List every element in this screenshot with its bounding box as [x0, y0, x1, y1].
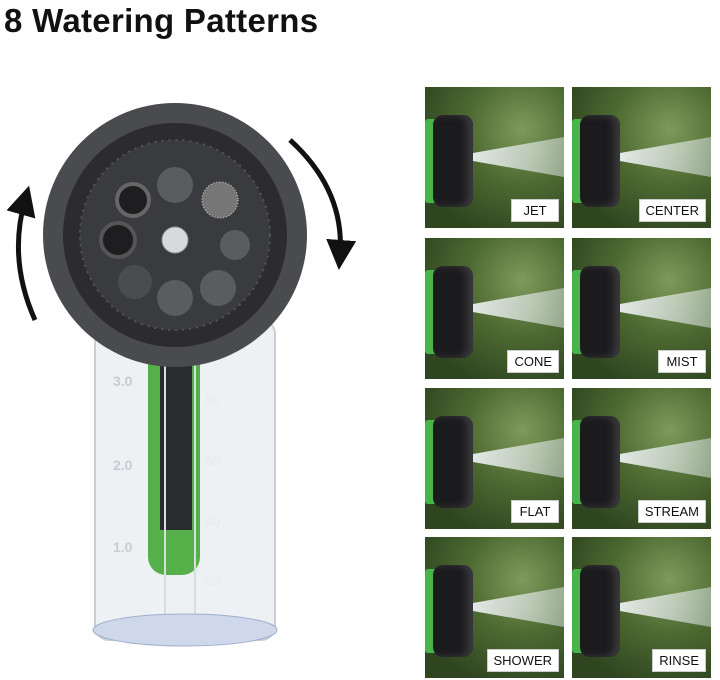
pattern-label: SHOWER — [486, 649, 559, 672]
pattern-photo-stream: STREAM — [572, 388, 711, 529]
pattern-label: RINSE — [652, 649, 706, 672]
nozzle — [433, 115, 473, 207]
hose-nozzle-product: 3.0 2.0 1.0 80 60 40 20 — [6, 103, 357, 647]
pattern-label: CONE — [507, 350, 559, 373]
spray-dial — [43, 103, 307, 367]
rotate-arrow-up-icon — [6, 185, 38, 322]
scale-label-right: 80 — [205, 392, 221, 408]
nozzle — [433, 565, 473, 657]
nozzle — [580, 115, 620, 207]
pattern-photo-center: CENTER — [572, 87, 711, 228]
canister — [92, 319, 278, 647]
pattern-photo-mist: MIST — [572, 238, 711, 379]
scale-label-left: 3.0 — [113, 373, 133, 389]
nozzle — [580, 266, 620, 358]
pattern-photo-flat: FLAT — [425, 388, 564, 529]
scale-label-right: 60 — [205, 453, 221, 469]
pattern-photo-jet: JET — [425, 87, 564, 228]
water-spray — [620, 587, 711, 627]
water-spray — [620, 288, 711, 328]
water-spray — [473, 587, 564, 627]
pattern-label: FLAT — [511, 500, 559, 523]
rotate-arrow-down-icon — [288, 138, 357, 270]
scale-label-right: 20 — [205, 573, 221, 589]
scale-label-left: 2.0 — [113, 457, 133, 473]
scale-label-left: 1.0 — [113, 539, 133, 555]
pattern-photo-cone: CONE — [425, 238, 564, 379]
nozzle — [580, 565, 620, 657]
water-spray — [473, 137, 564, 177]
water-spray — [620, 137, 711, 177]
water-spray — [473, 288, 564, 328]
pattern-label: CENTER — [638, 199, 706, 222]
pattern-label: JET — [511, 199, 559, 222]
page-title: 8 Watering Patterns — [4, 2, 319, 39]
nozzle — [433, 266, 473, 358]
water-spray — [620, 438, 711, 478]
pattern-photo-shower: SHOWER — [425, 537, 564, 678]
nozzle — [580, 416, 620, 508]
pattern-label: MIST — [658, 350, 706, 373]
pattern-photo-rinse: RINSE — [572, 537, 711, 678]
water-spray — [473, 438, 564, 478]
nozzle — [433, 416, 473, 508]
pattern-label: STREAM — [637, 500, 706, 523]
scale-label-right: 40 — [205, 513, 221, 529]
